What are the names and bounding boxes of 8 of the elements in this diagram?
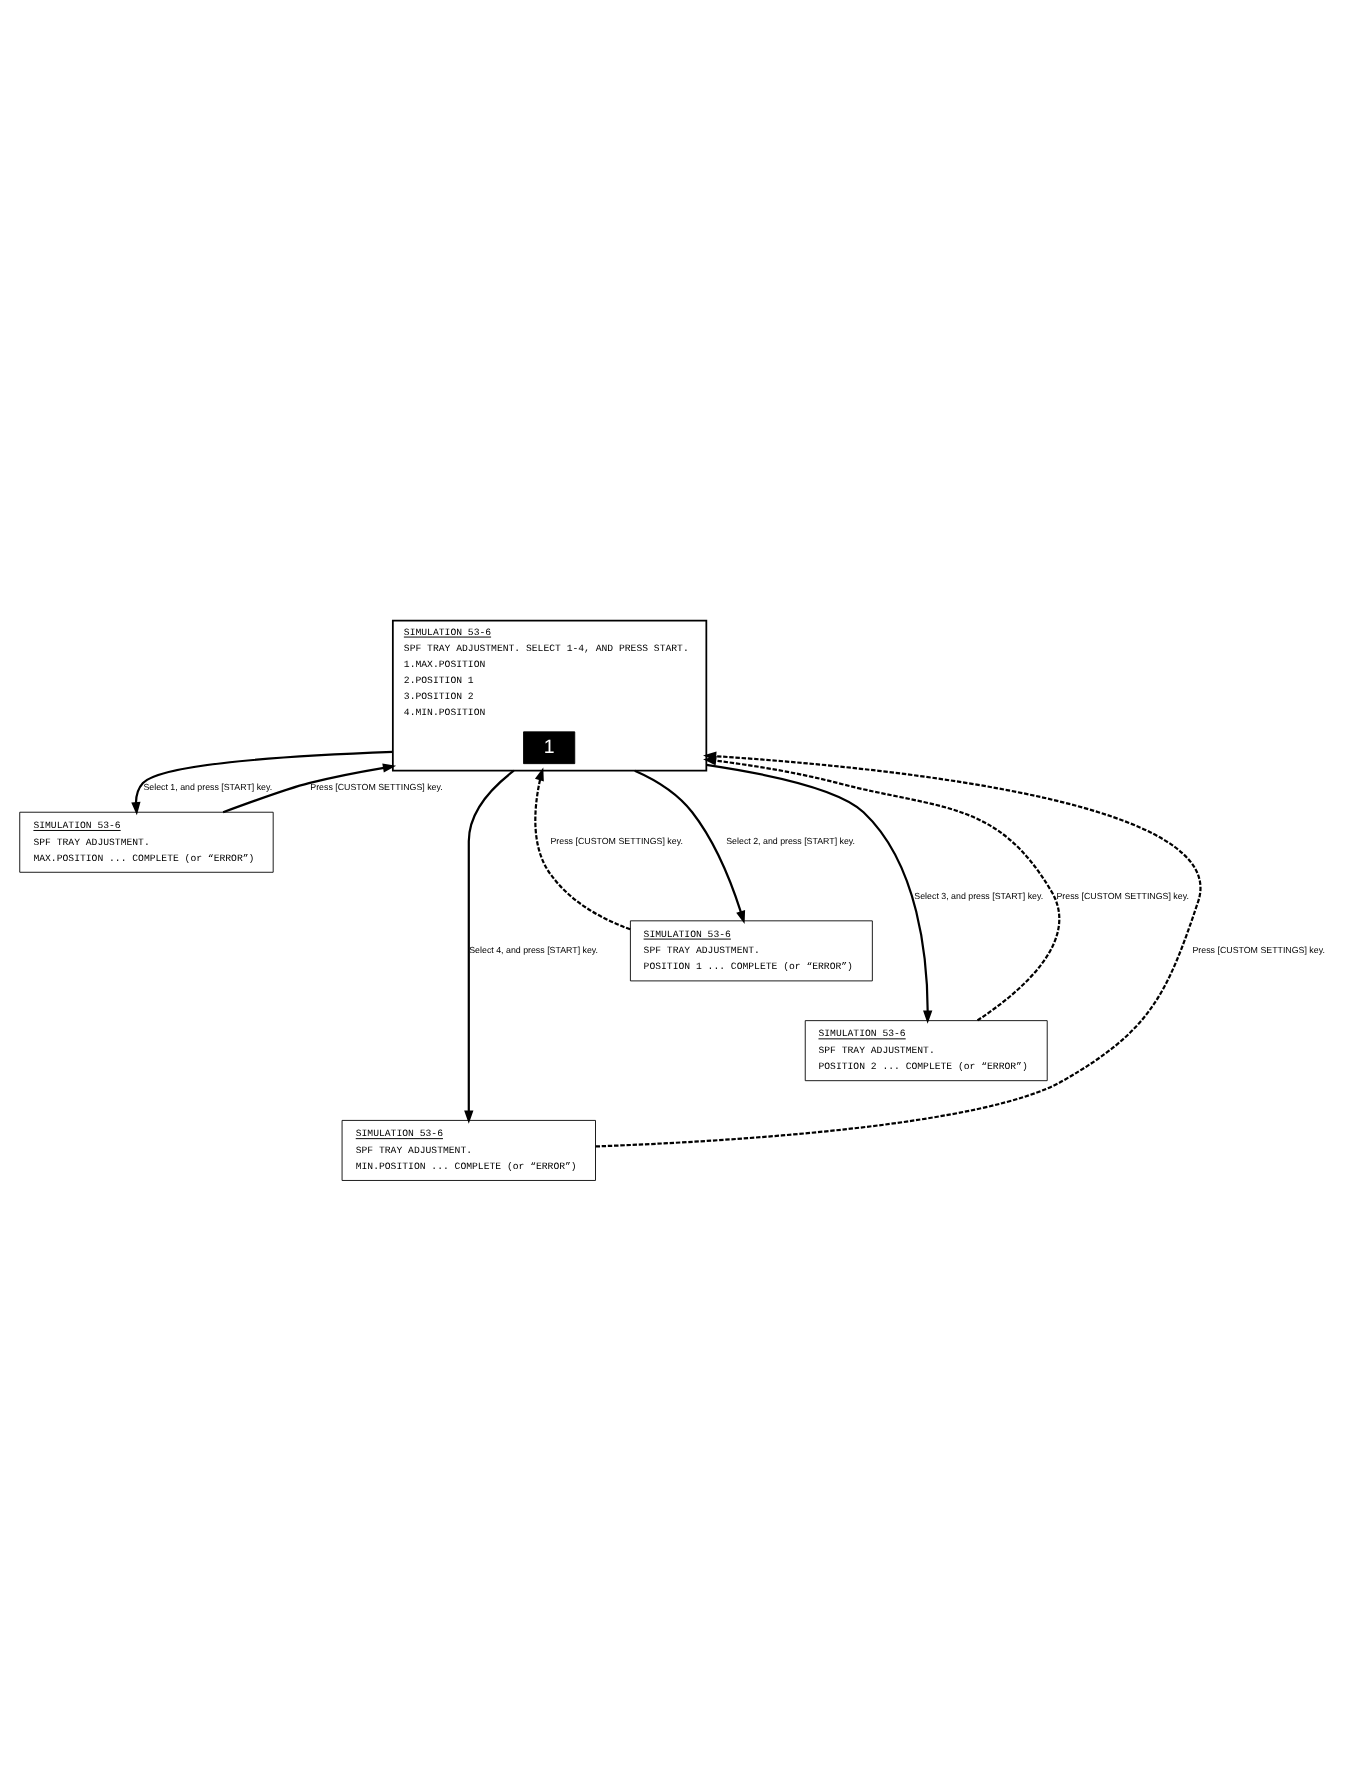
node-box: 1 (523, 730, 576, 764)
arrow (131, 749, 393, 815)
arrow (222, 762, 397, 813)
arrow (595, 750, 1200, 1147)
arrow (634, 768, 746, 923)
arrow (706, 762, 933, 1023)
arrow (534, 766, 631, 930)
arrow (464, 768, 515, 1123)
